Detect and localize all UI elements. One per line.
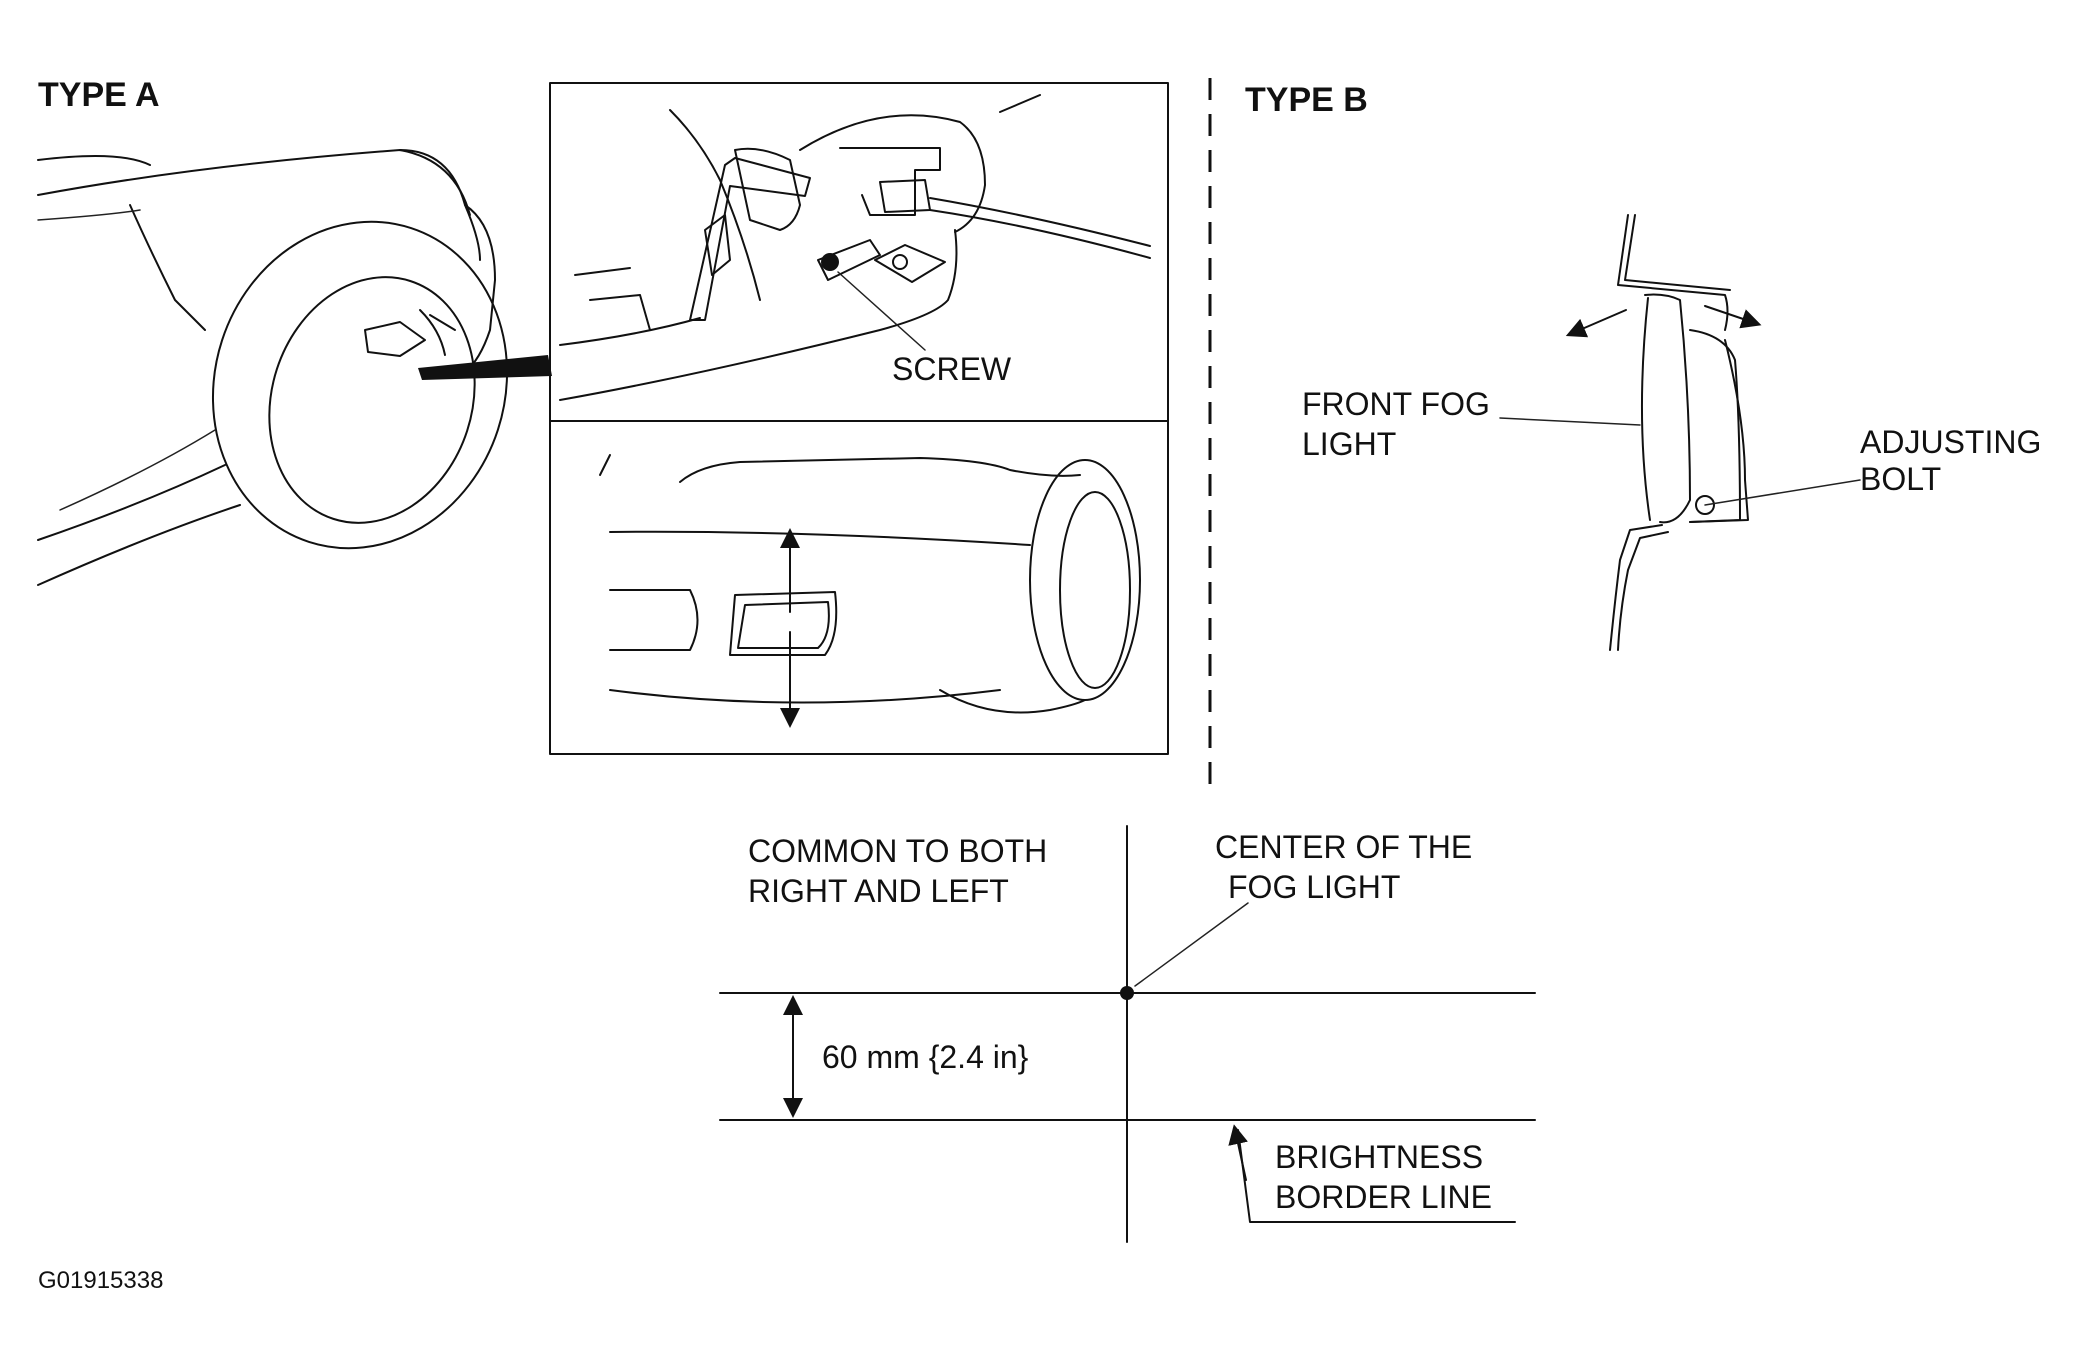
car-fender-illustration — [37, 149, 552, 586]
screw-label: SCREW — [892, 351, 1012, 387]
inset-box-bumper — [549, 420, 1169, 755]
center-leader-line — [1134, 902, 1249, 987]
fog-light-label: FRONT FOG LIGHT — [1302, 386, 1499, 462]
inset-box-screw — [549, 82, 1169, 422]
figure-id: G01915338 — [38, 1267, 163, 1294]
adjusting-bolt-label: ADJUSTING BOLT — [1860, 424, 2050, 497]
bumper-front-illustration — [599, 454, 1141, 728]
type-b-heading: TYPE B — [1245, 81, 1368, 119]
offset-label: 60 mm {2.4 in} — [822, 1039, 1029, 1075]
zoom-pointer-arrow — [418, 355, 552, 380]
type-a-heading: TYPE A — [38, 76, 160, 114]
center-of-fog-light-label: CENTER OF THE FOG LIGHT — [1215, 829, 1481, 905]
fog-light-side-illustration — [1499, 214, 1861, 651]
bumper-screw-illustration — [559, 94, 1151, 401]
common-to-both-label: COMMON TO BOTH RIGHT AND LEFT — [748, 833, 1056, 909]
fog-light-center-point — [1120, 986, 1134, 1000]
brightness-border-label: BRIGHTNESS BORDER LINE — [1275, 1139, 1492, 1215]
